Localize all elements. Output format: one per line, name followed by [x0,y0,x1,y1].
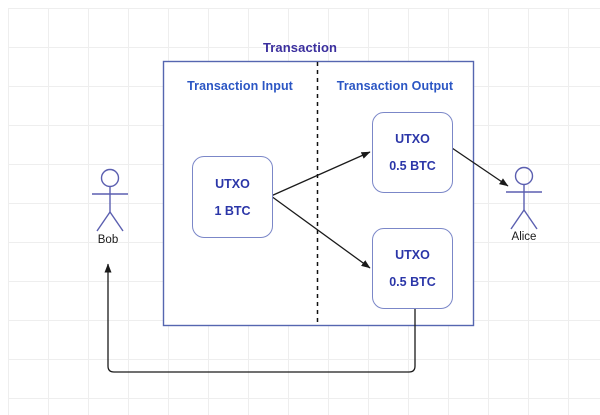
canvas-top-margin [0,0,600,8]
arrow-input-to-output-2 [270,195,371,269]
utxo-input-name: UTXO [215,176,250,191]
utxo-output-2-name: UTXO [395,248,430,262]
utxo-input-box[interactable]: UTXO 1 BTC [192,156,273,238]
actor-label-bob: Bob [97,234,119,246]
arrow-input-to-output-1 [270,151,371,197]
utxo-output-1-box[interactable]: UTXO 0.5 BTC [372,112,453,193]
arrow-output-1-to-alice [451,147,509,187]
arrow-change-back-to-bob [104,263,416,373]
canvas-left-margin [0,0,8,415]
utxo-output-2-amount: 0.5 BTC [389,275,436,289]
stick-figure-alice [506,166,542,230]
transaction-output-label: Transaction Output [336,79,454,93]
utxo-input-amount: 1 BTC [214,203,251,218]
transaction-input-label: Transaction Input [187,79,293,93]
page-title: Transaction [262,40,338,55]
actor-label-alice: Alice [511,231,537,243]
utxo-output-2-box[interactable]: UTXO 0.5 BTC [372,228,453,309]
utxo-output-1-amount: 0.5 BTC [389,159,436,173]
stick-figure-bob [92,168,128,232]
utxo-output-1-name: UTXO [395,132,430,146]
